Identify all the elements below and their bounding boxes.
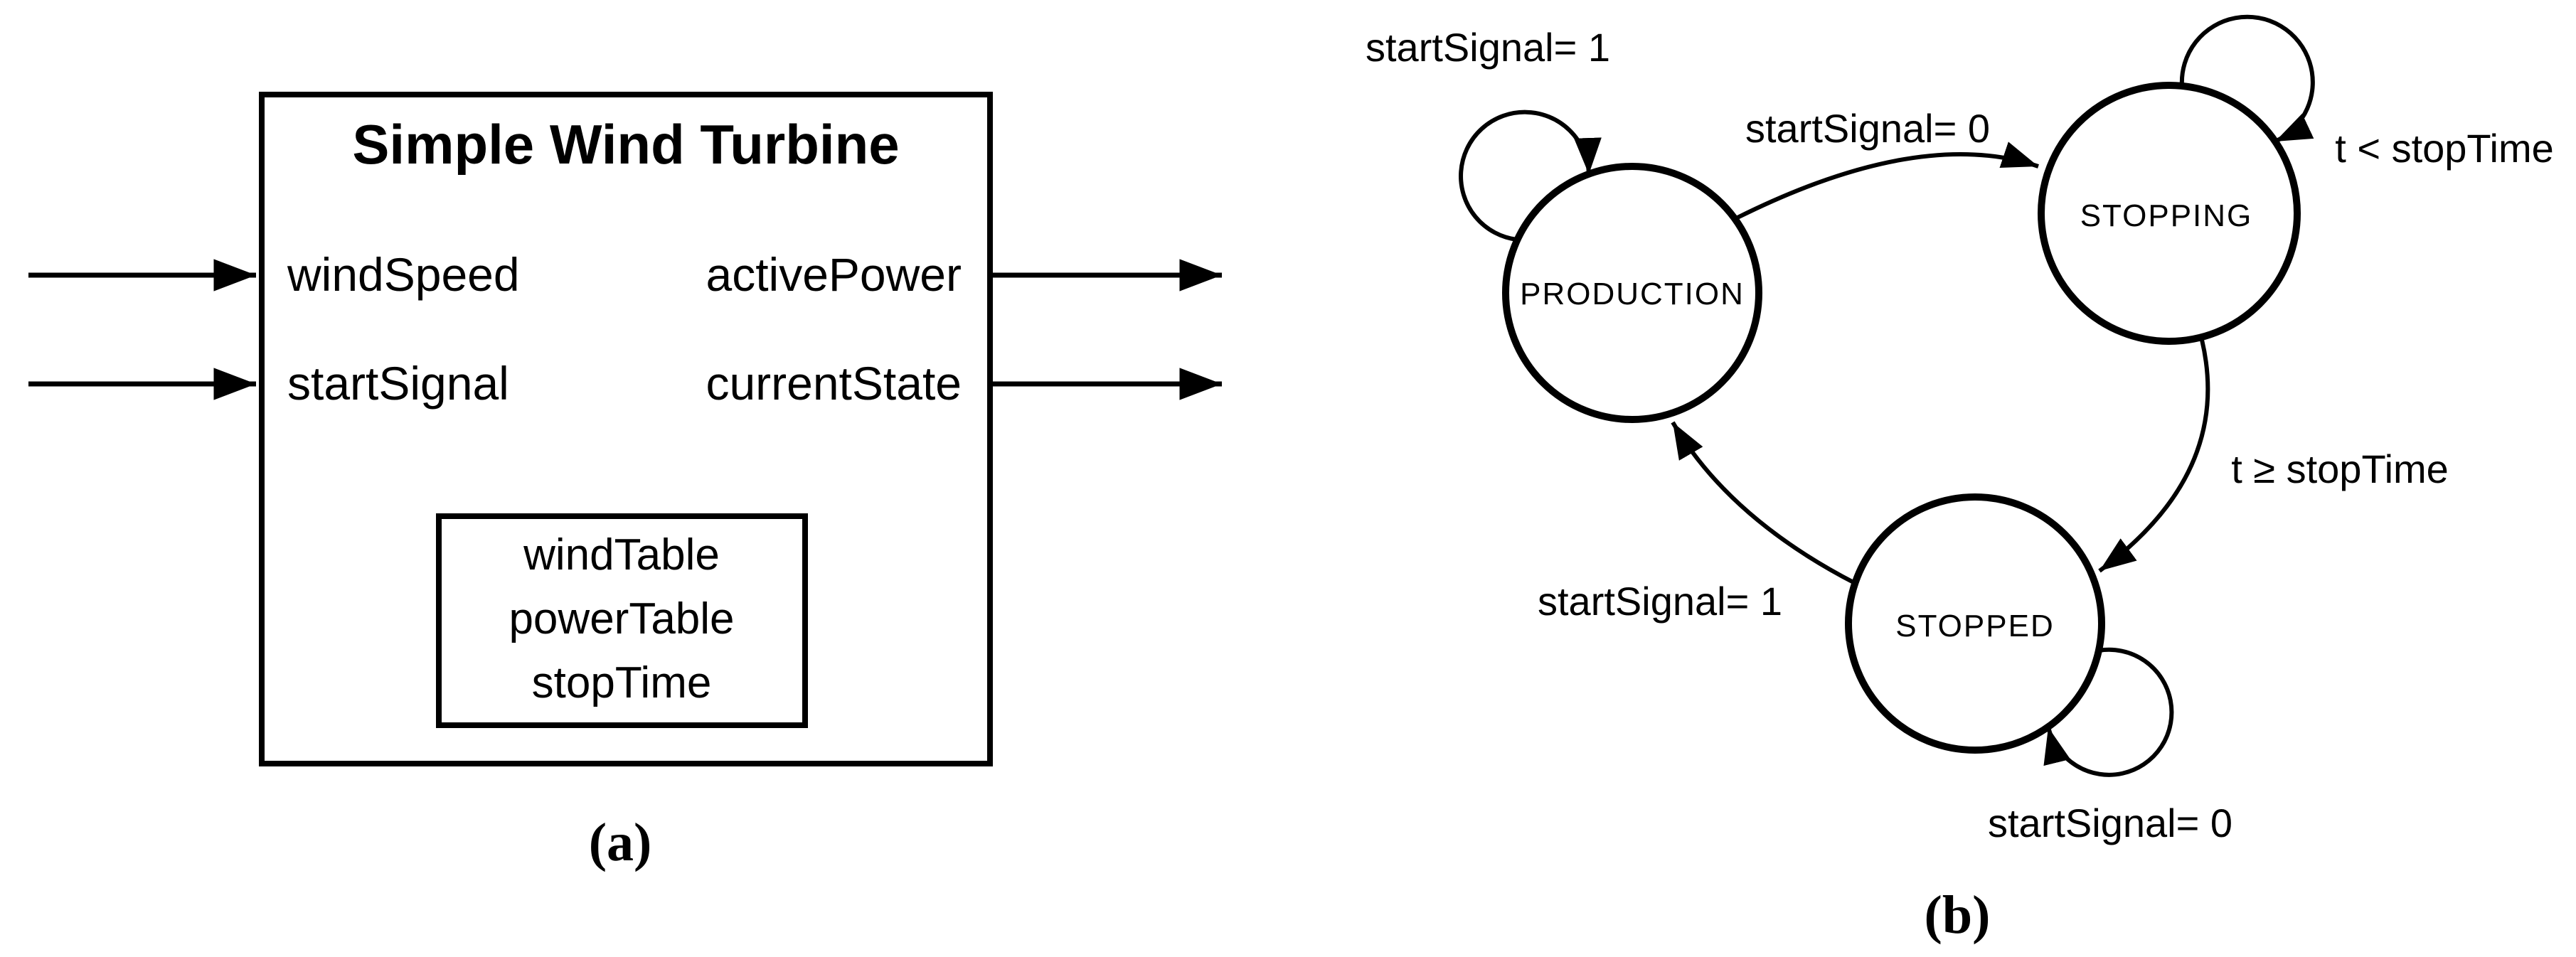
transition-label-stopping-self: t < stopTime [2335, 126, 2554, 171]
input-port-label-windspeed: windSpeed [287, 248, 520, 301]
state-label-production: PRODUCTION [1520, 277, 1745, 311]
state-circle-stopped [1845, 493, 2105, 754]
panel-a-caption: (a) [589, 813, 652, 872]
self-loop-stopping [2179, 14, 2315, 144]
transition-label-production-self: startSignal= 1 [1366, 25, 1610, 70]
transition-label-production-stopping: startSignal= 0 [1745, 106, 1990, 151]
input-port-label-startsignal: startSignal [287, 357, 509, 410]
state-circle-stopping [2038, 82, 2301, 345]
transition-label-stopped-production: startSignal= 1 [1538, 579, 1782, 624]
parameter-label-stoptime: stopTime [532, 658, 712, 707]
block-title: Simple Wind Turbine [352, 113, 899, 176]
transition-production-to-stopping [1736, 141, 2039, 220]
self-loop-production [1459, 109, 1602, 242]
parameter-label-windtable: windTable [523, 530, 720, 579]
panel-b-caption: (b) [1925, 885, 1991, 945]
transition-stopped-to-production [1671, 421, 1856, 585]
transition-label-stopped-self: startSignal= 0 [1988, 801, 2232, 845]
block-diagram-panel: Simple Wind Turbine windSpeed startSigna… [28, 92, 1222, 872]
output-port-label-activepower: activePower [706, 248, 962, 301]
state-machine-panel: PRODUCTION STOPPING STOPPED startSignal=… [1366, 14, 2554, 945]
state-label-stopped: STOPPED [1895, 609, 2054, 643]
self-loop-stopped [2043, 647, 2174, 777]
state-circle-production [1502, 163, 1762, 423]
transition-stopping-to-stopped [2098, 339, 2210, 573]
transition-label-stopping-stopped: t ≥ stopTime [2231, 447, 2449, 491]
parameters-box-border [436, 513, 808, 728]
parameter-label-powertable: powerTable [509, 594, 734, 643]
state-label-stopping: STOPPING [2080, 198, 2253, 233]
output-port-label-currentstate: currentState [706, 357, 962, 410]
